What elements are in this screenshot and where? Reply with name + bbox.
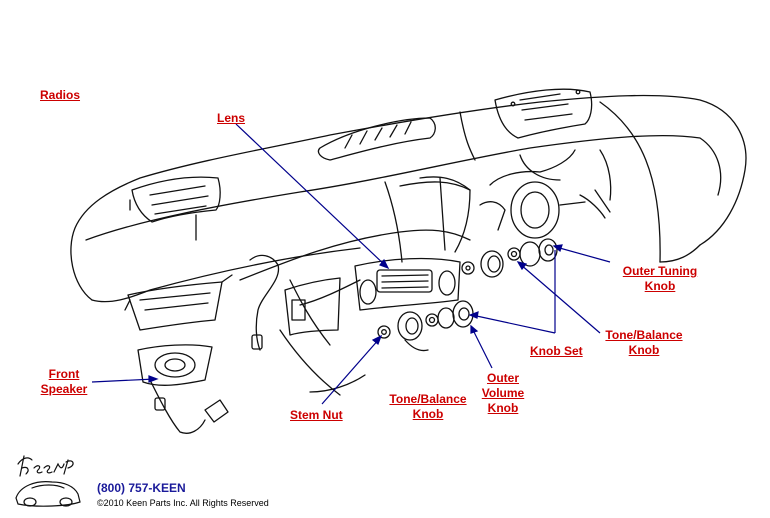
leader-stem-nut: [321, 334, 383, 405]
center-vent: [317, 117, 436, 161]
dashboard-outline: [70, 94, 747, 303]
phone-number[interactable]: (800) 757-KEEN: [97, 481, 186, 495]
label-lens[interactable]: Lens: [217, 111, 246, 125]
leader-front-speaker: [91, 375, 159, 383]
rear-speaker-grille: [494, 88, 593, 139]
right-knob-stack: [461, 238, 558, 278]
dash-cavity: [239, 176, 471, 396]
leader-knob-set: [468, 250, 556, 334]
heater-controls: [479, 149, 612, 239]
keen-parts-logo: [15, 455, 81, 507]
label-knob-set[interactable]: Knob Set: [530, 344, 583, 358]
leader-tone-balance-knob-right: [516, 261, 601, 334]
leader-outer-volume-knob: [470, 324, 493, 369]
leader-outer-tuning-knob: [552, 244, 611, 263]
diagram-title[interactable]: Radios: [40, 88, 81, 102]
front-speaker-assembly: [124, 254, 280, 434]
left-speaker-grille: [129, 176, 221, 241]
copyright-notice: ©2010 Keen Parts Inc. All Rights Reserve…: [97, 498, 269, 508]
radio-unit: [284, 257, 461, 336]
left-knob-stack: [377, 300, 474, 352]
label-stem-nut[interactable]: Stem Nut: [290, 408, 343, 422]
leader-lens: [235, 123, 390, 270]
